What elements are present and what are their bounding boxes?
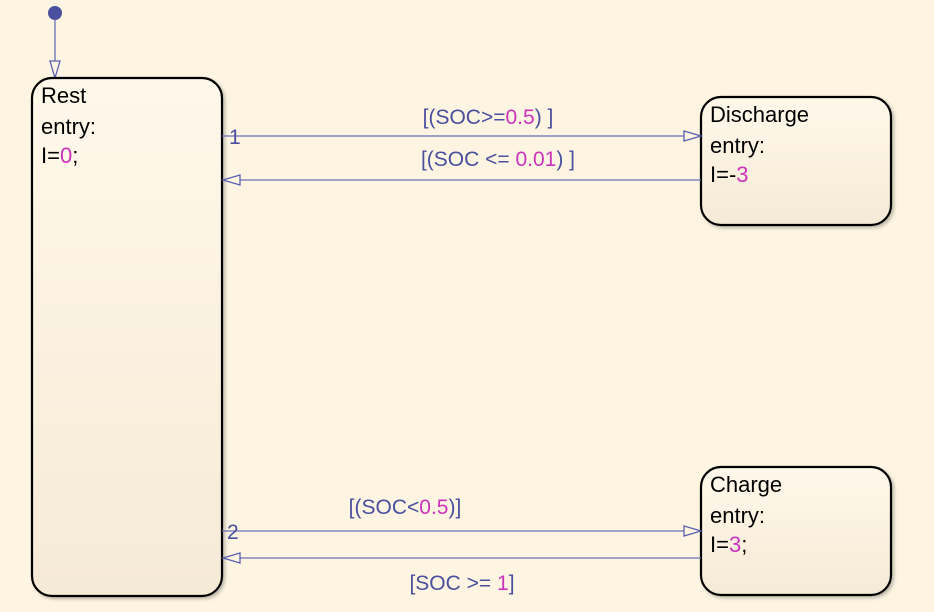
arrowhead-icon [49,60,61,81]
entry-label: entry: [710,503,765,528]
arrowhead-icon [683,130,704,142]
transition-charge-to-rest[interactable]: [SOC >= 1] [220,552,701,595]
entry-action: I=-3 [710,162,749,187]
entry-action: I=0; [41,143,78,168]
execution-order: 2 [227,521,239,544]
state-name: Rest [41,83,86,108]
state-name: Charge [710,472,782,497]
state-rest[interactable]: Rest entry: I=0; [30,76,224,598]
transition-rest-to-discharge[interactable]: 1 [(SOC>=0.5) ] [222,106,704,149]
arrowhead-icon [220,552,241,564]
execution-order: 1 [229,126,241,149]
transition-label: [(SOC>=0.5) ] [423,106,554,129]
state-name: Discharge [710,102,809,127]
entry-label: entry: [710,133,765,158]
default-transition[interactable] [48,6,62,81]
initial-state-dot [48,6,62,20]
transition-rest-to-charge[interactable]: 2 [(SOC<0.5)] [222,496,704,544]
arrowhead-icon [683,525,704,537]
entry-label: entry: [41,114,96,139]
arrowhead-icon [220,174,241,186]
transition-label: [(SOC <= 0.01) ] [421,148,575,171]
transition-discharge-to-rest[interactable]: [(SOC <= 0.01) ] [220,148,701,186]
transition-label: [SOC >= 1] [409,572,514,595]
state-discharge[interactable]: Discharge entry: I=-3 [699,95,893,227]
entry-action: I=3; [710,532,747,557]
transition-label: [(SOC<0.5)] [349,496,462,519]
state-charge[interactable]: Charge entry: I=3; [699,465,893,597]
